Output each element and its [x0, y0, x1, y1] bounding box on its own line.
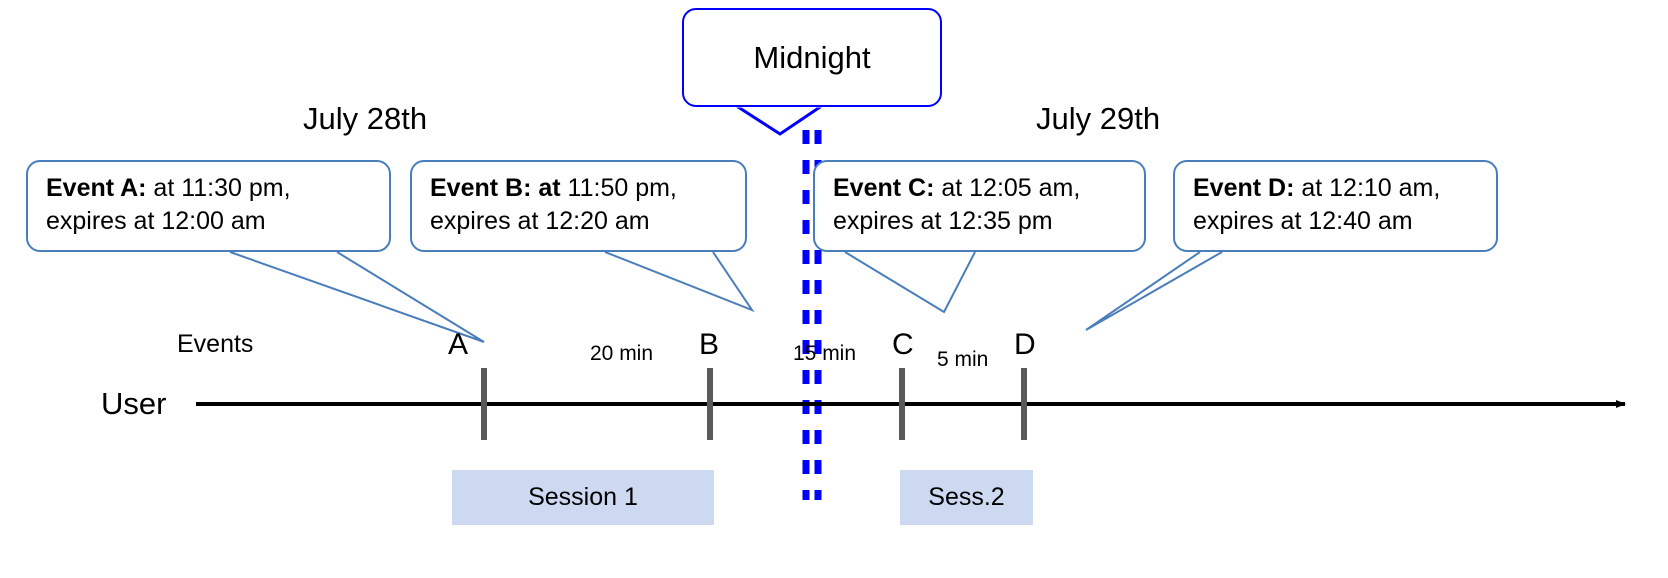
tick-label-text: B: [699, 328, 720, 361]
callout-bold-prefix: Event B: at: [430, 174, 561, 202]
callout-line-1-rest: at 12:10 am,: [1294, 174, 1441, 202]
events-row-label: Events: [177, 330, 253, 359]
midnight-callout-tail: [734, 102, 824, 136]
session-block-1: Session 1: [452, 470, 714, 525]
callout-line-2: expires at 12:40 am: [1193, 207, 1413, 235]
gap-label-a-to-b: 20 min: [590, 342, 653, 366]
tick-label-text: C: [892, 328, 914, 361]
callout-line-2: expires at 12:20 am: [430, 207, 650, 235]
callout-bold-prefix: Event A:: [46, 174, 147, 202]
callout-line-1: Event D: at 12:10 am,: [1193, 172, 1482, 205]
callout-event-a: Event A: at 11:30 pm, expires at 12:00 a…: [26, 160, 391, 252]
callout-line-1: Event C: at 12:05 am,: [833, 172, 1130, 205]
user-row-label-text: User: [101, 386, 167, 421]
date-label-july-29: July 29th: [1036, 101, 1160, 137]
date-label-text: July 29th: [1036, 101, 1161, 136]
callout-line-2: expires at 12:00 am: [46, 207, 266, 235]
date-label-july-28: July 28th: [303, 101, 427, 137]
callout-event-b: Event B: at 11:50 pm, expires at 12:20 a…: [410, 160, 747, 252]
callout-line-1-rest: 11:50 pm,: [560, 174, 677, 202]
tick-label-a: A: [448, 328, 468, 362]
callout-event-c: Event C: at 12:05 am, expires at 12:35 p…: [813, 160, 1146, 252]
callout-bold-prefix: Event D:: [1193, 174, 1295, 202]
callout-bold-prefix: Event C:: [833, 174, 935, 202]
callout-leader-lines: [229, 251, 1223, 343]
midnight-callout: Midnight: [682, 8, 942, 107]
gap-label-c-to-d: 5 min: [937, 348, 988, 372]
gap-label-text: 5 min: [937, 348, 989, 371]
tick-label-b: B: [699, 328, 719, 362]
tick-label-text: D: [1014, 328, 1036, 361]
session-block-2: Sess.2: [900, 470, 1033, 525]
callout-line-1-rest: at 12:05 am,: [934, 174, 1081, 202]
callout-line-1: Event A: at 11:30 pm,: [46, 172, 375, 205]
callout-line-2: expires at 12:35 pm: [833, 207, 1053, 235]
session-label: Sess.2: [928, 483, 1005, 511]
tick-label-text: A: [448, 328, 469, 361]
gap-label-text: 15 min: [793, 342, 857, 365]
tick-label-c: C: [892, 328, 914, 362]
events-row-label-text: Events: [177, 330, 254, 358]
date-label-text: July 28th: [303, 101, 428, 136]
gap-label-b-to-c: 15 min: [793, 342, 856, 366]
callout-line-1-rest: at 11:30 pm,: [146, 174, 291, 202]
gap-label-text: 20 min: [590, 342, 654, 365]
timeline-ticks: [481, 368, 1027, 440]
session-label: Session 1: [528, 483, 638, 511]
callout-event-d: Event D: at 12:10 am, expires at 12:40 a…: [1173, 160, 1498, 252]
tick-label-d: D: [1014, 328, 1036, 362]
callout-line-1: Event B: at 11:50 pm,: [430, 172, 731, 205]
midnight-label: Midnight: [753, 39, 871, 75]
user-row-label: User: [101, 386, 166, 422]
